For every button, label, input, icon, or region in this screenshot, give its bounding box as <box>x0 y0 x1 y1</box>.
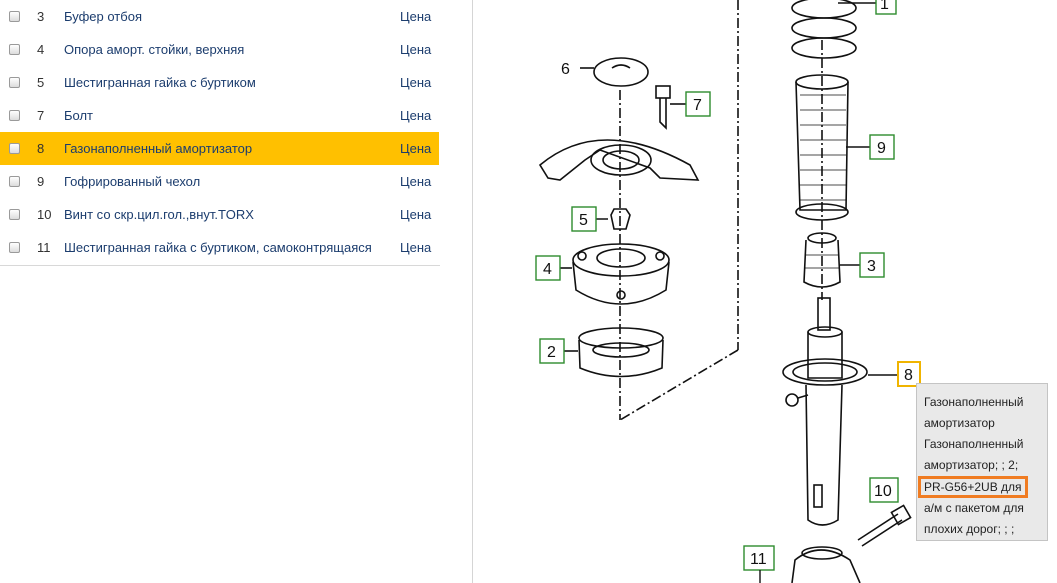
svg-text:7: 7 <box>693 97 702 114</box>
part-name[interactable]: Гофрированный чехол <box>64 174 201 189</box>
svg-text:9: 9 <box>877 140 886 157</box>
callout-3[interactable]: 3 <box>859 252 885 278</box>
part-number: 10 <box>37 207 52 222</box>
strut-bearing-part[interactable] <box>564 327 664 378</box>
svg-text:5: 5 <box>579 212 588 229</box>
bracket-plate-part <box>538 139 700 181</box>
price-link[interactable]: Цена <box>400 240 432 255</box>
tooltip-line: амортизатор; ; 2; <box>924 458 1019 472</box>
part-name[interactable]: Газонаполненный амортизатор <box>64 141 253 156</box>
part-checkbox[interactable] <box>9 11 20 22</box>
price-link[interactable]: Цена <box>400 42 432 57</box>
price-link[interactable]: Цена <box>400 207 432 222</box>
part-row-4[interactable]: 4 Опора аморт. стойки, верхняя Цена <box>0 33 439 66</box>
svg-text:3: 3 <box>867 258 876 275</box>
bellows-boot-part[interactable] <box>795 74 870 221</box>
tooltip-line: плохих дорог; ; ; <box>924 522 1015 536</box>
svg-text:8: 8 <box>904 367 913 384</box>
callout-7[interactable]: 7 <box>685 91 711 117</box>
part-name[interactable]: Буфер отбоя <box>64 9 142 24</box>
part-row-5[interactable]: 5 Шестигранная гайка с буртиком Цена <box>0 66 439 99</box>
svg-text:1: 1 <box>880 0 889 13</box>
list-divider <box>0 265 440 266</box>
part-checkbox[interactable] <box>9 44 20 55</box>
callout-4[interactable]: 4 <box>535 255 561 281</box>
tooltip-line: Газонаполненный <box>924 437 1024 451</box>
part-name[interactable]: Шестигранная гайка с буртиком, самоконтр… <box>64 240 372 255</box>
part-checkbox[interactable] <box>9 143 20 154</box>
callout-9[interactable]: 9 <box>869 134 895 160</box>
exploded-diagram: 1 6 7 9 5 3 4 2 8 10 11 <box>535 0 921 583</box>
part-checkbox[interactable] <box>9 176 20 187</box>
part-number: 3 <box>37 9 45 24</box>
tooltip-line: амортизатор <box>924 416 995 430</box>
shock-absorber-part[interactable] <box>782 297 898 526</box>
svg-text:11: 11 <box>750 551 767 568</box>
part-number: 8 <box>37 141 45 156</box>
callout-5[interactable]: 5 <box>571 206 597 232</box>
price-link[interactable]: Цена <box>400 141 432 156</box>
callout-10[interactable]: 10 <box>869 477 899 503</box>
part-tooltip: Газонаполненный амортизатор Газонаполнен… <box>916 383 1048 541</box>
svg-text:6: 6 <box>561 61 570 78</box>
strut-mount-part[interactable] <box>558 243 670 305</box>
bolt-part[interactable] <box>655 85 686 130</box>
part-name[interactable]: Шестигранная гайка с буртиком <box>64 75 256 90</box>
callout-8-active[interactable]: 8 <box>897 361 921 387</box>
part-number: 4 <box>37 42 45 57</box>
part-row-10[interactable]: 10 Винт со скр.цил.гол.,внут.TORX Цена <box>0 198 439 231</box>
part-number: 7 <box>37 108 45 123</box>
part-name[interactable]: Винт со скр.цил.гол.,внут.TORX <box>64 207 254 222</box>
part-name[interactable]: Опора аморт. стойки, верхняя <box>64 42 245 57</box>
svg-text:10: 10 <box>874 483 892 500</box>
part-row-8-selected[interactable]: 8 Газонаполненный амортизатор Цена <box>0 132 439 165</box>
part-row-11[interactable]: 11 Шестигранная гайка с буртиком, самоко… <box>0 231 439 264</box>
price-link[interactable]: Цена <box>400 108 432 123</box>
svg-text:2: 2 <box>547 344 556 361</box>
callout-11[interactable]: 11 <box>743 545 775 583</box>
tooltip-line: а/м с пакетом для <box>924 501 1024 515</box>
parts-list: 3 Буфер отбоя Цена 4 Опора аморт. стойки… <box>0 0 440 264</box>
bump-stop-part[interactable] <box>803 232 860 288</box>
callout-6[interactable]: 6 <box>561 61 570 78</box>
part-number: 11 <box>37 240 51 255</box>
coil-spring-part[interactable] <box>791 0 876 59</box>
part-row-3[interactable]: 3 Буфер отбоя Цена <box>0 0 439 33</box>
svg-text:4: 4 <box>543 261 552 278</box>
part-checkbox[interactable] <box>9 209 20 220</box>
part-number: 5 <box>37 75 45 90</box>
torx-screw-part[interactable] <box>857 504 912 547</box>
part-checkbox[interactable] <box>9 77 20 88</box>
callout-2[interactable]: 2 <box>539 338 565 364</box>
part-checkbox[interactable] <box>9 110 20 121</box>
part-name[interactable]: Болт <box>64 108 94 123</box>
panel-divider <box>472 0 473 583</box>
tooltip-line: Газонаполненный <box>924 395 1024 409</box>
part-row-9[interactable]: 9 Гофрированный чехол Цена <box>0 165 439 198</box>
part-row-7[interactable]: 7 Болт Цена <box>0 99 439 132</box>
top-cap-part[interactable] <box>580 57 649 87</box>
price-link[interactable]: Цена <box>400 9 432 24</box>
parts-list-panel: 3 Буфер отбоя Цена 4 Опора аморт. стойки… <box>0 0 440 583</box>
tooltip-highlight-code: PR-G56+2UB для <box>918 476 1028 498</box>
price-link[interactable]: Цена <box>400 174 432 189</box>
part-checkbox[interactable] <box>9 242 20 253</box>
price-link[interactable]: Цена <box>400 75 432 90</box>
callout-1[interactable]: 1 <box>875 0 897 15</box>
part-number: 9 <box>37 174 45 189</box>
